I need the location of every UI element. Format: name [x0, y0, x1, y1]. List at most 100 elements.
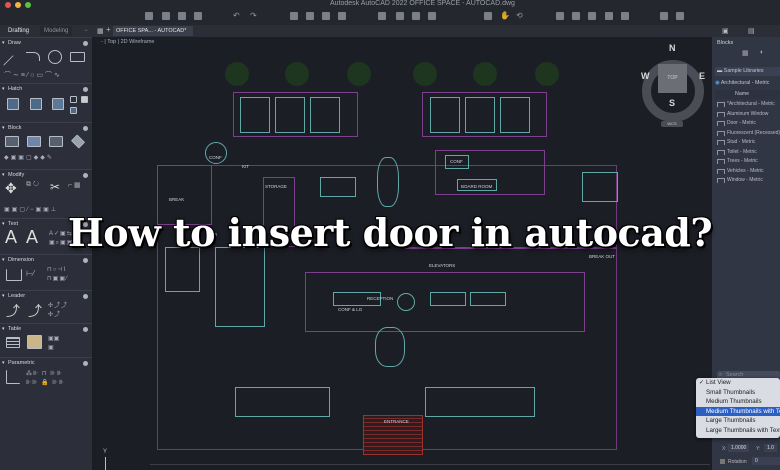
menu-item-medium-thumbnails[interactable]: Medium Thumbnails	[696, 397, 780, 407]
boundary-icon[interactable]	[52, 98, 64, 110]
rectangle-icon[interactable]	[70, 52, 85, 62]
move-icon[interactable]: ✥	[5, 180, 17, 196]
panel-title[interactable]: Modify	[0, 170, 92, 178]
layer-isolate-icon[interactable]	[605, 12, 613, 20]
panel-settings-icon[interactable]	[83, 41, 88, 46]
minimize-window-button[interactable]	[15, 2, 21, 8]
new-tab-icon[interactable]: +	[106, 25, 111, 34]
tab-drafting[interactable]: Drafting	[8, 28, 30, 34]
wipeout-icon[interactable]	[81, 96, 88, 103]
viewcube-south[interactable]: S	[669, 98, 676, 108]
panel-settings-icon[interactable]	[83, 294, 88, 299]
block-item-door[interactable]: Door - Metric	[717, 120, 780, 126]
maximize-window-button[interactable]	[25, 2, 31, 8]
data-extraction-icon[interactable]	[27, 335, 42, 349]
panel-title[interactable]: Text	[0, 219, 92, 227]
layer-properties-icon[interactable]	[572, 12, 580, 20]
create-block-icon[interactable]	[5, 136, 19, 147]
match-layer-icon[interactable]	[588, 12, 596, 20]
panel-title[interactable]: Draw	[0, 38, 92, 46]
polyline-icon[interactable]	[26, 52, 40, 61]
layer-icon[interactable]	[556, 12, 564, 20]
panel-settings-icon[interactable]	[83, 327, 88, 332]
dimension-tools-row[interactable]: ⊓○⊣I⊓▣▣⁄	[47, 267, 69, 282]
text-tools-row[interactable]: A✓▣⇆▣⌕▣▣	[49, 231, 74, 246]
libraries-tab-icon[interactable]: ▤	[748, 28, 755, 35]
menu-item-small-thumbnails[interactable]: Small Thumbnails	[696, 388, 780, 398]
layout-icon[interactable]	[396, 12, 404, 20]
modify-tools-row[interactable]: ▣▣▢⁄−▣▣⊥	[4, 207, 59, 213]
close-window-button[interactable]	[5, 2, 11, 8]
open-file-icon[interactable]	[162, 12, 170, 20]
plot-icon[interactable]	[290, 12, 298, 20]
collapse-icon[interactable]: −	[84, 28, 88, 34]
folder-row[interactable]: ◉ Architectural - Metric	[715, 79, 780, 88]
constraint-tools-row[interactable]: ⁂⊪ ⊓ ⊪⊪⊪⊪ 🔒 ⊪⊪	[26, 371, 65, 386]
block-item[interactable]: *Architectural - Metric	[717, 101, 780, 107]
menu-item-large-thumbnails[interactable]: Large Thumbnails	[696, 416, 780, 426]
block-attribute-icon[interactable]	[70, 134, 86, 149]
copy-icon[interactable]: ⧉ ↻	[26, 181, 39, 188]
publish-icon[interactable]	[338, 12, 346, 20]
panel-title[interactable]: Parametric	[0, 358, 92, 366]
grid-menu-icon[interactable]: ▦	[97, 28, 104, 35]
current-drawing-tab-icon[interactable]: ▣	[722, 28, 729, 35]
panel-title[interactable]: Table	[0, 324, 92, 332]
xref-icon[interactable]	[412, 12, 420, 20]
menu-item-list-view[interactable]: ✓List View	[696, 378, 780, 388]
hatch-icon[interactable]	[7, 98, 19, 110]
menu-item-medium-thumbnails-with-text[interactable]: Medium Thumbnails with Text	[696, 406, 780, 416]
batch-plot-icon[interactable]	[306, 12, 314, 20]
trim-icon[interactable]: ✂	[50, 180, 61, 194]
library-dropdown[interactable]: ▬ Sample Libraries	[715, 67, 780, 76]
quick-dimension-icon[interactable]: ⊢⁄	[26, 269, 35, 278]
panel-title[interactable]: Dimension	[0, 255, 92, 263]
save-icon[interactable]	[178, 12, 186, 20]
orbit-icon[interactable]: ⟲	[516, 11, 523, 20]
geometric-constraint-icon[interactable]	[6, 370, 20, 384]
leader-tools-row[interactable]: ✣⤴⤴✣⤴	[48, 303, 69, 318]
circle-icon[interactable]	[48, 50, 62, 64]
search-input[interactable]: ⌕Search	[717, 371, 780, 380]
viewcube-west[interactable]: W	[641, 71, 650, 81]
document-tab[interactable]: OFFICE SPA... - AUTOCAD*	[113, 26, 193, 36]
panel-settings-icon[interactable]	[83, 173, 88, 178]
table-tools-row[interactable]: ▣▣▣	[48, 336, 60, 351]
draw-tools-row[interactable]: ⌒∼≡⁄○▭⌒∿	[4, 72, 62, 79]
column-header-name[interactable]: Name	[715, 90, 780, 99]
dimension-icon[interactable]	[6, 269, 22, 281]
redo-icon[interactable]: ↷	[250, 11, 257, 20]
menu-item-large-thumbnails-with-text[interactable]: Large Thumbnails with Text	[696, 426, 780, 436]
x-scale-input[interactable]: 1.0000	[728, 444, 750, 452]
block-item[interactable]: Window - Metric	[717, 177, 780, 183]
block-edit-icon[interactable]	[676, 12, 684, 20]
fillet-icon[interactable]: ⌐ ▦	[68, 182, 81, 189]
multileader-icon[interactable]: ⤴	[6, 303, 20, 319]
viewcube-east[interactable]: E	[699, 71, 706, 81]
rotation-checkbox[interactable]	[720, 459, 725, 464]
undo-icon[interactable]: ↶	[233, 11, 240, 20]
panel-settings-icon[interactable]	[83, 258, 88, 263]
revcloud-icon[interactable]	[70, 107, 77, 114]
rotation-input[interactable]: 0	[752, 457, 780, 465]
gradient-icon[interactable]	[30, 98, 42, 110]
block-item[interactable]: Fluorescent (Recessed)	[717, 130, 780, 136]
zoom-window-icon[interactable]	[484, 12, 492, 20]
single-line-text-icon[interactable]: A	[26, 227, 39, 247]
plot-preview-icon[interactable]	[322, 12, 330, 20]
block-item[interactable]: Toilet - Metric	[717, 149, 780, 155]
tab-modeling[interactable]: Modeling	[40, 26, 73, 36]
panel-settings-icon[interactable]	[83, 126, 88, 131]
layer-freeze-icon[interactable]	[621, 12, 629, 20]
add-leader-icon[interactable]: ⤴	[28, 303, 42, 319]
drawing-viewport[interactable]: - | Top | 2D Wireframe BREAK STORAGE KIT…	[95, 37, 712, 470]
viewport-controls[interactable]: - | Top | 2D Wireframe	[101, 39, 155, 45]
panel-title[interactable]: Block	[0, 123, 92, 131]
insert-block-icon[interactable]	[27, 136, 41, 147]
panel-settings-icon[interactable]	[83, 361, 88, 366]
viewcube-top-face[interactable]: TOP	[658, 64, 687, 93]
properties-icon[interactable]	[428, 12, 436, 20]
y-scale-input[interactable]: 1.0	[764, 444, 777, 452]
multiline-text-icon[interactable]: A	[5, 227, 18, 247]
save-as-icon[interactable]	[194, 12, 202, 20]
